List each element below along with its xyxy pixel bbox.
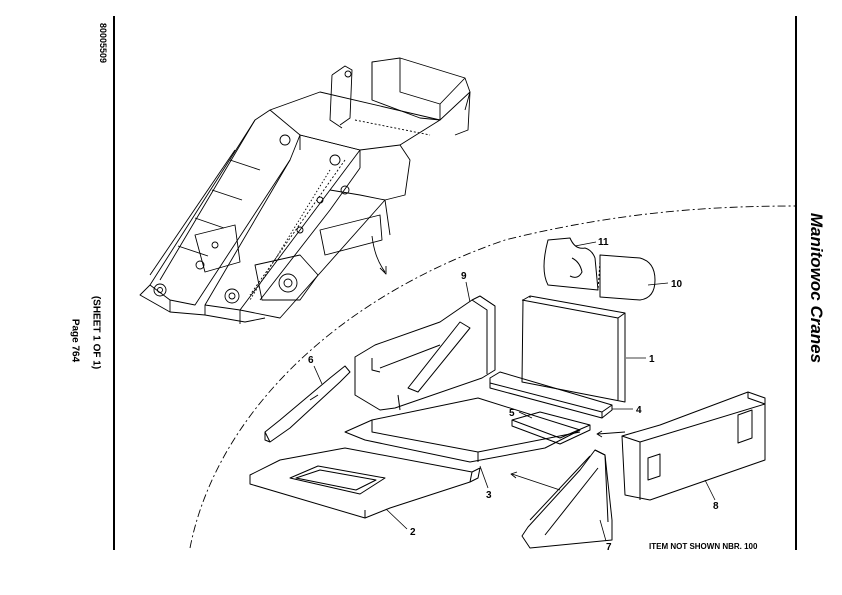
callout-5: 5 — [509, 408, 515, 419]
callout-1: 1 — [649, 354, 655, 365]
arrow-to-part-4 — [597, 431, 626, 435]
frame-right-border — [795, 16, 797, 550]
callout-leaders — [313, 241, 716, 542]
callout-9: 9 — [461, 271, 467, 282]
callout-4: 4 — [636, 405, 642, 416]
crane-upper-frame — [139, 57, 471, 324]
part-5-small-plate — [511, 411, 591, 445]
part-7-brace — [521, 449, 613, 549]
arrowhead-part-4 — [596, 430, 603, 438]
part-9-side-wall — [354, 295, 496, 411]
callout-10: 10 — [671, 279, 683, 290]
callout-11: 11 — [598, 237, 609, 248]
part-4-floor-strip — [489, 371, 613, 419]
callout-7: 7 — [606, 542, 612, 553]
part-2-base-plate — [249, 447, 481, 519]
part-1-back-plate — [521, 295, 626, 403]
detail-pointer-arrow — [371, 235, 386, 273]
callout-2: 2 — [410, 527, 416, 538]
part-11-pad — [543, 237, 599, 291]
footnote-item-not-shown: ITEM NOT SHOWN NBR. 100 — [649, 542, 758, 551]
part-6-left-gusset — [264, 365, 351, 443]
callout-labels: 11 10 1 2 3 4 5 6 7 8 9 — [308, 237, 719, 553]
part-10-slab — [597, 254, 656, 301]
callout-3: 3 — [486, 490, 492, 501]
frame-left-border — [113, 16, 115, 550]
floor-center-plate — [344, 397, 581, 463]
callout-8: 8 — [713, 501, 719, 512]
part-8-right-plate — [621, 391, 766, 501]
detail-boundary-arc — [189, 205, 796, 549]
detail-pointer-arrowhead — [379, 266, 387, 275]
callout-6: 6 — [308, 355, 314, 366]
arrow-to-part-3 — [511, 473, 561, 491]
arrowhead-part-3 — [510, 471, 518, 479]
